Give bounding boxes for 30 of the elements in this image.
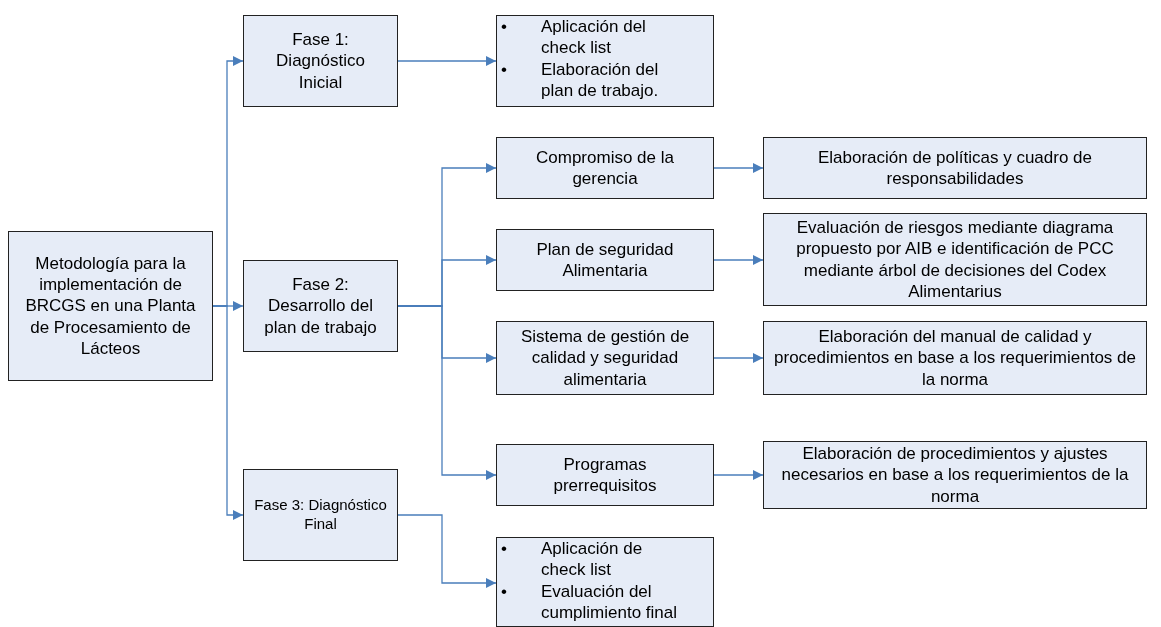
process-box: Elaboración de políticas y cuadro de responsabilidades (763, 137, 1147, 199)
arrow (397, 56, 497, 66)
bullet-item: Aplicación de check list (541, 538, 644, 581)
method-box: Metodología para la implementación de BRCGS en una Planta de Procesamiento de Lácteos (8, 231, 213, 381)
arrow (212, 305, 244, 520)
phase-box: Fase 2: Desarrollo del plan de trabajo (243, 260, 398, 352)
bullet-item: Elaboración del plan de trabajo. (541, 58, 660, 101)
activity-list-box (496, 15, 714, 107)
process-box: Compromiso de la gerencia (496, 137, 714, 199)
phase-box: Fase 1: Diagnóstico Inicial (243, 15, 398, 107)
process-box: Plan de seguridad Alimentaria (496, 229, 714, 291)
process-box: Elaboración de procedimientos y ajustes necesarios en base a los requerimientos de la norma (763, 441, 1147, 509)
bullet-item: Aplicación del check list (541, 16, 647, 59)
arrow (713, 255, 764, 265)
process-box: Programas prerrequisitos (496, 444, 714, 506)
bullet: • (500, 58, 508, 80)
activity-list-box (496, 537, 714, 627)
process-box: Sistema de gestión de calidad y seguridad alimentaria (496, 321, 714, 395)
bullet: • (500, 538, 508, 560)
bullet: • (500, 16, 508, 38)
process-box: Evaluación de riesgos mediante diagrama propuesto por AIB e identificación de PCC mediante árbol de decisiones del Codex Alimentarius (763, 213, 1147, 306)
arrow (397, 305, 497, 480)
arrow (397, 514, 497, 588)
bullet-item: Evaluación del cumplimiento final (541, 580, 679, 623)
bullet: • (500, 580, 508, 602)
arrow (713, 470, 764, 480)
process-box: Elaboración del manual de calidad y procedimientos en base a los requerimientos de la norma (763, 321, 1147, 395)
arrow (713, 353, 764, 363)
arrow (713, 163, 764, 173)
phase-box: Fase 3: Diagnóstico Final (243, 469, 398, 561)
